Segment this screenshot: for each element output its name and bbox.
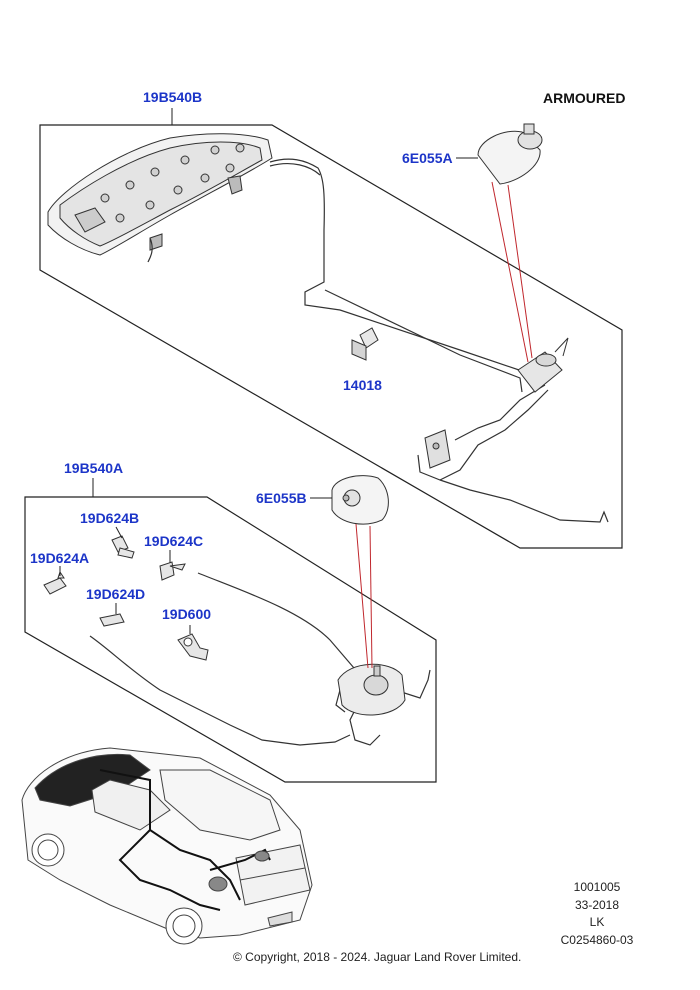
upper-module-installed bbox=[424, 337, 569, 469]
copyright-footer: © Copyright, 2018 - 2024. Jaguar Land Ro… bbox=[233, 950, 522, 964]
headliner-panel bbox=[47, 133, 273, 256]
label-bracket-a[interactable]: 19D624A bbox=[30, 550, 90, 566]
red-leader-b1 bbox=[355, 523, 369, 669]
switch-14018 bbox=[351, 327, 379, 361]
reference-number: 1001005 bbox=[573, 880, 621, 894]
bracket-19d624c bbox=[159, 561, 186, 581]
lower-module-installed bbox=[337, 663, 406, 716]
bracket-19d624d bbox=[99, 613, 125, 627]
label-upper-module[interactable]: 6E055A bbox=[402, 150, 453, 166]
label-bracket-d[interactable]: 19D624D bbox=[86, 586, 146, 602]
label-upper-assembly[interactable]: 19B540B bbox=[143, 89, 203, 105]
label-lower-assembly[interactable]: 19B540A bbox=[64, 460, 124, 476]
clip-19d600 bbox=[177, 633, 209, 661]
label-bracket-c[interactable]: 19D624C bbox=[144, 533, 204, 549]
red-leader-a1 bbox=[491, 181, 529, 363]
red-leader-a2 bbox=[507, 184, 533, 359]
module-6e055a-exploded bbox=[477, 123, 543, 185]
label-lower-module[interactable]: 6E055B bbox=[256, 490, 307, 506]
vehicle-location-thumbnail bbox=[21, 747, 313, 945]
red-leader-b2 bbox=[369, 525, 373, 669]
label-switch[interactable]: 14018 bbox=[343, 377, 382, 393]
reference-illustration-id: C0254860-03 bbox=[560, 933, 634, 947]
label-clip[interactable]: 19D600 bbox=[162, 606, 212, 622]
reference-code: LK bbox=[589, 915, 605, 929]
upper-panel-frame bbox=[39, 124, 623, 549]
reference-date-code: 33-2018 bbox=[574, 898, 620, 912]
bracket-19d624b bbox=[111, 535, 135, 559]
lower-panel-frame bbox=[24, 496, 437, 783]
module-6e055b-exploded bbox=[331, 475, 389, 525]
lower-cable-harness bbox=[89, 572, 431, 746]
upper-cable-harness bbox=[147, 158, 609, 523]
label-bracket-b[interactable]: 19D624B bbox=[80, 510, 140, 526]
variant-title: ARMOURED bbox=[543, 90, 626, 106]
bracket-19d624a bbox=[43, 570, 67, 595]
